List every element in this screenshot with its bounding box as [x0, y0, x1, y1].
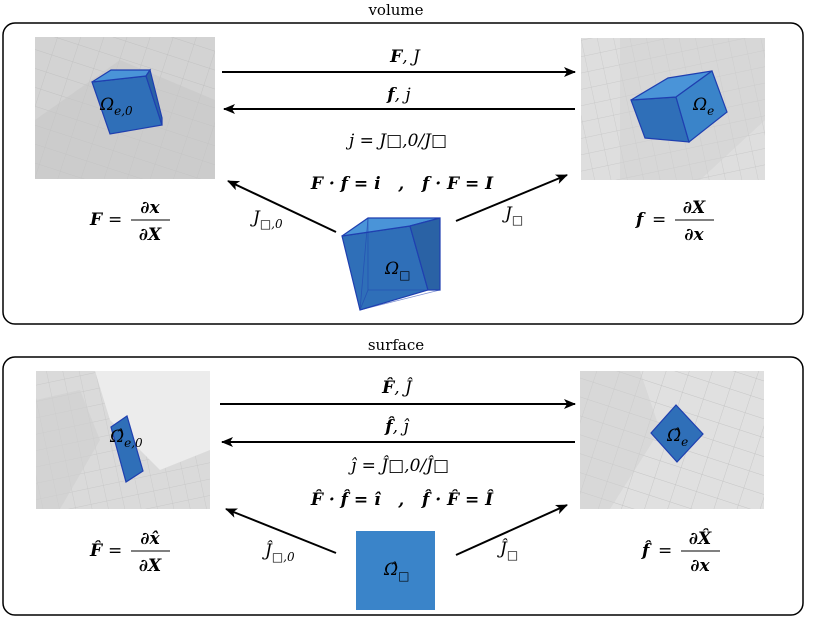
backward-arrow-label: f, j [386, 85, 411, 105]
svg-text:∂X̂: ∂X̂ [689, 529, 712, 549]
surface-right-domain-label: Ω̂e [666, 426, 688, 449]
surface-right-diagonal-arrow [455, 504, 568, 556]
forward-arrow-label: F, J [389, 47, 421, 67]
left-diagonal-arrow [227, 180, 337, 233]
svg-text:∂X: ∂X [139, 556, 162, 576]
svg-text:=: = [658, 541, 672, 561]
left-domain-label: Ωe,0 [99, 95, 133, 118]
surface-title: surface [368, 336, 424, 354]
surface-identity-relations: F̂ · f̂ = î , f̂ · F̂ = Î [310, 489, 494, 510]
svg-text:f: f [635, 210, 646, 230]
reference-domain-label: Ω□ [384, 259, 410, 282]
volume-left-panel: Ωe,0 [35, 37, 215, 179]
volume-section: volume Ωe,0 Ωe [2, 1, 804, 325]
right-jacobian-label: J□ [502, 204, 523, 227]
surface-section: surface Ω̂e,0 Ω̂e Ω̂□ F̂, Ĵ f̂, ĵ ĵ = Ĵ□… [2, 336, 804, 616]
surface-reference-square [356, 531, 435, 610]
svg-text:F̂: F̂ [89, 541, 104, 561]
surface-left-patch [110, 415, 144, 483]
svg-text:F: F [89, 210, 104, 230]
identity-relations: F · f = i , f · F = I [310, 174, 494, 194]
surface-left-panel: Ω̂e,0 [36, 371, 210, 509]
surface-backward-label: f̂, ĵ [384, 417, 410, 437]
volume-right-cube [630, 70, 728, 144]
svg-text:=: = [108, 541, 122, 561]
surface-jacobian-ratio: ĵ = Ĵ□,0/Ĵ□ [348, 456, 449, 476]
svg-text:=: = [108, 210, 122, 230]
volume-frame [2, 22, 804, 325]
surface-frame [2, 356, 804, 616]
svg-text:∂x: ∂x [140, 198, 160, 218]
volume-title: volume [367, 1, 423, 19]
surface-forward-label: F̂, Ĵ [381, 378, 413, 398]
jacobian-ratio: j = J□,0/J□ [345, 131, 447, 151]
left-gradient-definition: F = ∂x ∂X [89, 198, 170, 245]
surface-left-domain-label: Ω̂e,0 [109, 427, 143, 450]
surface-left-diagonal-arrow [225, 508, 337, 554]
svg-text:f̂: f̂ [641, 541, 652, 561]
right-gradient-definition: f = ∂X ∂x [635, 198, 714, 245]
right-diagonal-arrow [455, 174, 568, 222]
svg-text:∂x̂: ∂x̂ [140, 529, 160, 549]
surface-right-jacobian-label: Ĵ□ [497, 539, 518, 562]
volume-right-panel: Ωe [581, 38, 765, 180]
surface-right-gradient-definition: f̂ = ∂X̂ ∂x [641, 529, 720, 576]
svg-text:=: = [652, 210, 666, 230]
svg-text:∂X: ∂X [139, 225, 162, 245]
surface-reference-label: Ω̂□ [383, 560, 409, 583]
right-domain-label: Ωe [692, 95, 714, 118]
svg-text:∂x: ∂x [684, 225, 704, 245]
surface-left-gradient-definition: F̂ = ∂x̂ ∂X [89, 529, 170, 576]
svg-text:∂X: ∂X [683, 198, 706, 218]
surface-right-panel: Ω̂e [580, 371, 764, 509]
svg-text:∂x: ∂x [690, 556, 710, 576]
surface-left-jacobian-label: Ĵ□,0 [262, 541, 295, 564]
surface-right-patch [650, 404, 704, 463]
left-jacobian-label: J□,0 [250, 208, 283, 231]
volume-reference-cube [341, 217, 441, 311]
volume-left-cube [91, 68, 163, 135]
